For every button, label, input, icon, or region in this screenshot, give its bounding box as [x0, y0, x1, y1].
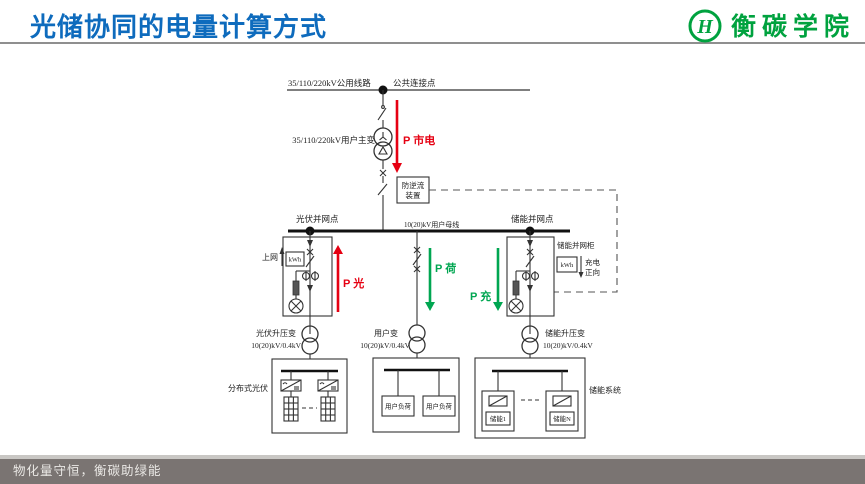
- anti-backflow-label-1: 防逆流: [402, 180, 425, 190]
- pv-transformer: 光伏升压变 10(20)kV/0.4kV: [251, 325, 319, 371]
- grid-power-label: P 市电: [403, 133, 435, 147]
- pv-panel-1: [283, 396, 299, 422]
- pcc-label-text: 公共连接点: [393, 78, 436, 88]
- ess-cabinet-label: 储能并网柜: [557, 240, 595, 250]
- ess-poc-label: 储能并网点: [511, 214, 554, 224]
- page-title: 光储协同的电量计算方式: [30, 12, 328, 42]
- pv-inverter-1: [280, 379, 302, 392]
- pv-meter-box: [285, 251, 305, 267]
- pv-transformer-label-1: 光伏升压变: [256, 328, 296, 338]
- user-transformer-symbol: [408, 324, 426, 354]
- incoming-feeder: 35/110/220kV用户主变: [292, 90, 393, 231]
- ess-transformer-label-2: 10(20)kV/0.4kV: [543, 341, 593, 350]
- main-transformer-label: 35/110/220kV用户主变: [292, 135, 375, 145]
- user-bus-label: 10(20)kV用户母线: [404, 220, 459, 229]
- user-transformer-label-2: 10(20)kV/0.4kV: [360, 341, 410, 350]
- ess-system-label: 储能系统: [589, 385, 621, 395]
- user-transformer-label-1: 用户变: [374, 328, 398, 338]
- footer-slogan: 物化量守恒，衡碳助绿能: [13, 464, 162, 478]
- pv-inverter-2: [317, 379, 339, 392]
- user-load-system: 用户负荷 用户负荷: [372, 357, 460, 433]
- grid-power-arrow: P 市电: [392, 100, 435, 173]
- charge-direction-label-1: 充电: [585, 257, 600, 267]
- ess-pcs-1: [488, 395, 508, 407]
- pv-panel-2: [320, 396, 336, 422]
- anti-backflow-device: 防逆流 装置: [396, 176, 618, 293]
- breaker-symbol: [379, 169, 387, 177]
- pv-meter-label: kWh: [289, 257, 302, 264]
- load-branch: 用户变 10(20)kV/0.4kV: [360, 231, 426, 370]
- header-divider: [0, 42, 865, 44]
- user-bus: 光伏并网点 10(20)kV用户母线 储能并网点: [288, 214, 570, 236]
- footer-strip: [0, 455, 865, 459]
- pv-poc-label: 光伏并网点: [296, 214, 339, 224]
- ess-transformer-label-1: 储能升压变: [545, 328, 585, 338]
- logo-ring-icon: H: [688, 9, 722, 43]
- ess-meter-label: kWh: [561, 262, 574, 269]
- pv-fuse-symbol: [292, 280, 300, 296]
- pv-power-arrow: P 光: [333, 245, 364, 312]
- ess-unit-label-1: 储能1: [490, 414, 506, 423]
- ess-pt-symbol: [508, 298, 524, 314]
- ess-unit-box-1: [485, 411, 511, 426]
- ess-cabinet: 储能并网柜 kWh 充电 正向: [506, 231, 600, 334]
- ess-unit-box-n: [549, 411, 575, 426]
- brand-logo: H 衡碳学院: [684, 4, 855, 46]
- ess-meter-box: [556, 256, 578, 273]
- charge-direction-label-2: 正向: [585, 267, 600, 277]
- user-load-label-2: 用户负荷: [426, 402, 453, 411]
- main-transformer-symbol: [373, 127, 393, 161]
- pv-cabinet: kWh 上网: [262, 231, 333, 334]
- charge-power-arrow: P 充: [470, 248, 503, 311]
- pv-transformer-label-2: 10(20)kV/0.4kV: [251, 341, 301, 350]
- public-line-label: 35/110/220kV公用线路: [288, 78, 371, 88]
- anti-backflow-label-2: 装置: [406, 190, 421, 200]
- ess-fuse-symbol: [512, 280, 520, 296]
- logo-monogram: H: [696, 16, 714, 38]
- pv-pt-symbol: [288, 298, 304, 314]
- load-power-arrow: P 荷: [425, 248, 456, 311]
- pv-system-label: 分布式光伏: [228, 383, 268, 393]
- pv-power-label: P 光: [343, 276, 364, 290]
- user-load-label-1: 用户负荷: [385, 402, 412, 411]
- load-power-label: P 荷: [435, 261, 456, 275]
- user-load-box-2: [422, 395, 456, 417]
- user-load-box-1: [381, 395, 415, 417]
- logo-name: 衡碳学院: [730, 14, 855, 41]
- ess-pcs-n: [552, 395, 572, 407]
- single-line-diagram: 35/110/220kV公用线路 公共连接点 35/110/220kV用户主变: [228, 78, 621, 439]
- feed-in-label: 上网: [262, 253, 278, 262]
- ess-system: 储能系统 储能1 储能N: [474, 357, 621, 439]
- public-line: 35/110/220kV公用线路 公共连接点: [287, 78, 530, 95]
- footer-bar: 物化量守恒，衡碳助绿能: [0, 459, 865, 484]
- charge-power-label: P 充: [470, 289, 491, 303]
- pv-system: 分布式光伏: [228, 358, 348, 434]
- ess-unit-label-n: 储能N: [553, 414, 571, 423]
